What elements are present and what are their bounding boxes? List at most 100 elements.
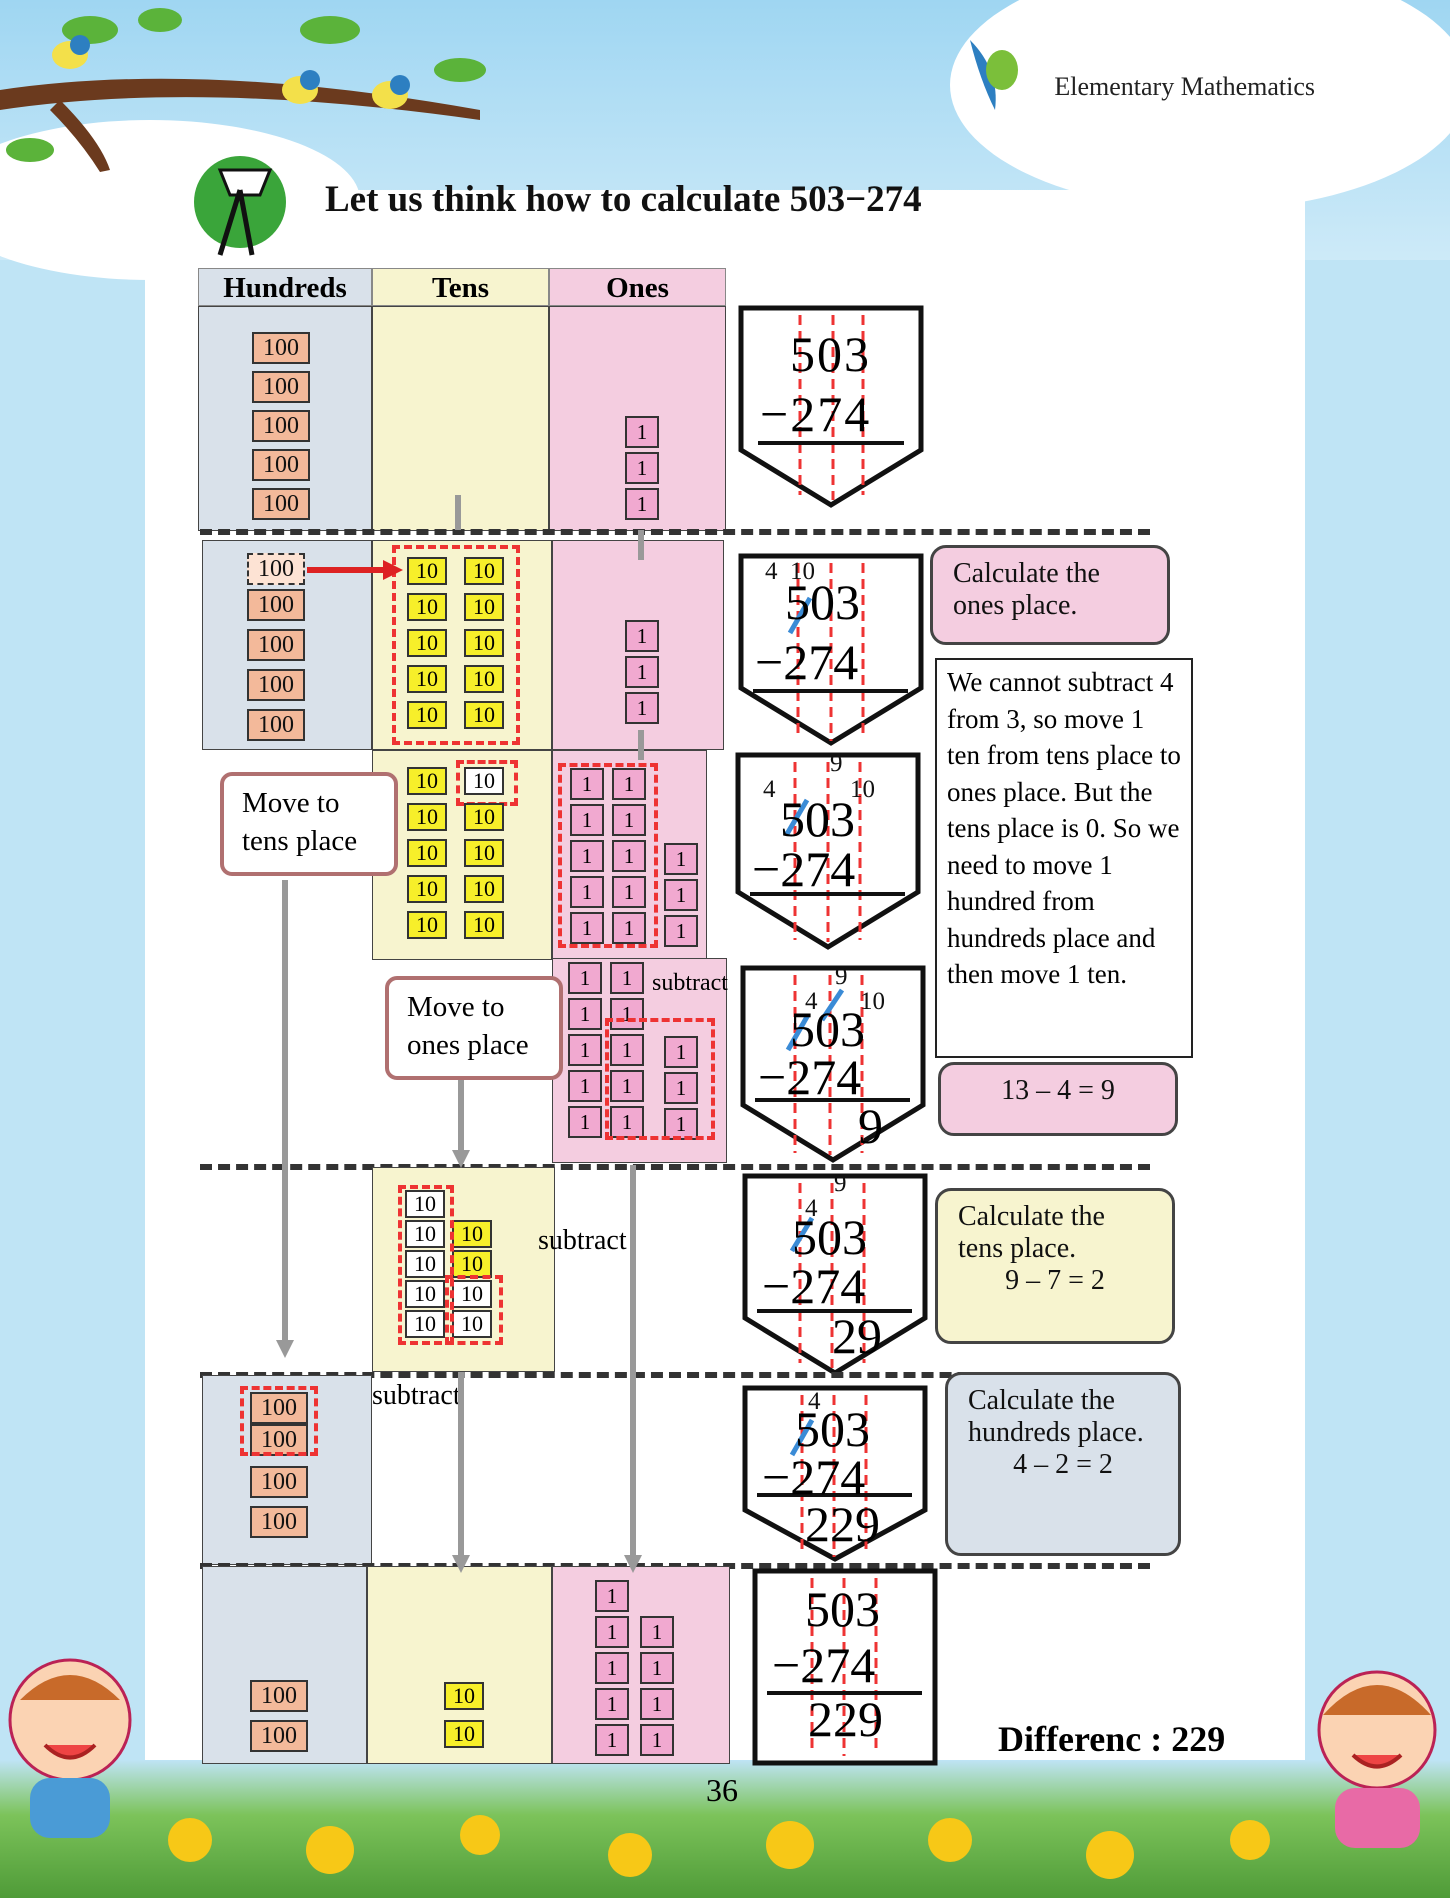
one-block: 1 [570, 876, 604, 908]
answer-tens: 29 [832, 1308, 882, 1364]
note-ones-title: Calculate the ones place. [930, 545, 1170, 645]
ones-group-highlight [558, 763, 658, 948]
ten-block: 10 [407, 875, 447, 903]
hundred-block: 100 [250, 1466, 308, 1498]
one-block: 1 [570, 912, 604, 944]
one-block: 1 [610, 1070, 644, 1102]
ten-block: 10 [464, 557, 504, 585]
ten-block: 10 [407, 629, 447, 657]
hundred-block: 100 [252, 332, 310, 364]
subtrahend: −274 [752, 841, 856, 897]
flow-arrowhead [452, 1150, 470, 1168]
one-block: 1 [595, 1616, 629, 1648]
ten-block: 10 [407, 557, 447, 585]
cloud [950, 0, 1450, 210]
one-block: 1 [610, 998, 644, 1030]
carry-10: 10 [850, 776, 875, 803]
subtrahend: −274 [762, 1258, 866, 1314]
flow-arrowhead [452, 1555, 470, 1573]
subtract-label: subtract [538, 1225, 627, 1256]
boy-illustration [8, 1658, 132, 1838]
hundred-block: 100 [247, 709, 305, 741]
tens-subtract-highlight [445, 1275, 503, 1345]
note-tens: Calculate the tens place. 9 – 7 = 2 [935, 1188, 1175, 1344]
note-ones-equation: 13 – 4 = 9 [938, 1062, 1178, 1136]
one-block: 1 [570, 840, 604, 872]
ten-block: 10 [464, 629, 504, 657]
ten-highlight [456, 760, 518, 806]
note-tens-title: Calculate the tens place. [958, 1201, 1105, 1264]
carry-10: 10 [790, 558, 815, 585]
flow-arrow [282, 880, 288, 1340]
moved-ten-block: 10 [464, 767, 504, 795]
tens-subtract-highlight [398, 1185, 454, 1345]
ten-block: 10 [407, 911, 447, 939]
one-block: 1 [595, 1580, 629, 1612]
compass-hand-icon [194, 156, 286, 256]
carry-4: 4 [805, 1195, 818, 1222]
ten-block: 10 [464, 875, 504, 903]
one-block: 1 [595, 1724, 629, 1756]
ten-block: 10 [452, 1250, 492, 1278]
one-block: 1 [664, 879, 698, 911]
carry-4: 4 [805, 988, 818, 1015]
one-block: 1 [664, 1036, 698, 1068]
stage1-tens-box [372, 306, 549, 531]
callout-move-ones: Move to ones place [385, 976, 563, 1080]
one-block: 1 [610, 962, 644, 994]
one-block: 1 [570, 804, 604, 836]
ten-block: 10 [464, 839, 504, 867]
hundred-block: 100 [250, 1392, 308, 1424]
ten-block: 10 [464, 593, 504, 621]
result-text: Differenc : 229 [998, 1719, 1226, 1759]
note-hundreds-equation: 4 – 2 = 2 [1013, 1449, 1113, 1480]
one-block: 1 [664, 843, 698, 875]
one-block: 1 [640, 1652, 674, 1684]
one-block: 1 [568, 998, 602, 1030]
subtrahend: −274 [760, 386, 872, 442]
answer-ones: 9 [858, 1098, 883, 1154]
one-block: 1 [625, 620, 659, 652]
ten-block: 10 [405, 1250, 445, 1278]
one-block: 1 [595, 1652, 629, 1684]
flowers-decoration [168, 1815, 1270, 1879]
column-header-ones: Ones [549, 268, 726, 306]
flow-arrow [630, 1165, 636, 1555]
subtraction-shield-6 [742, 1385, 928, 1562]
flow-arrow [458, 1372, 464, 1562]
subtrahend: −274 [772, 1637, 876, 1693]
subtraction-shield-3 [735, 752, 921, 950]
ten-block: 10 [405, 1280, 445, 1308]
ten-block: 10 [407, 767, 447, 795]
subtrahend: −274 [758, 1049, 862, 1105]
subtraction-shield-1 [738, 305, 924, 508]
minuend: 503 [780, 791, 855, 847]
moved-hundred-block: 100 [247, 553, 305, 585]
one-block: 1 [640, 1688, 674, 1720]
ten-block: 10 [464, 701, 504, 729]
ten-block: 10 [452, 1280, 492, 1308]
ten-block: 10 [452, 1310, 492, 1338]
ten-block: 10 [464, 911, 504, 939]
ten-block: 10 [407, 593, 447, 621]
subtraction-shield-4 [740, 965, 926, 1163]
one-block: 1 [664, 1072, 698, 1104]
ten-block: 10 [405, 1220, 445, 1248]
girl-illustration [1317, 1670, 1437, 1848]
grass-decoration [0, 1760, 1450, 1898]
subtract-label: subtract [372, 1380, 461, 1411]
callout-move-tens: Move to tens place [220, 772, 398, 876]
hundred-block: 100 [247, 629, 305, 661]
one-block: 1 [625, 488, 659, 520]
one-block: 1 [625, 452, 659, 484]
flow-arrow [638, 730, 644, 760]
flow-arrow [638, 530, 644, 560]
subtract-highlight [605, 1018, 715, 1140]
bird-logo-icon [970, 40, 1018, 110]
column-header-hundreds: Hundreds [198, 268, 372, 306]
minuend: 503 [785, 574, 860, 630]
final-answer: 229 [808, 1691, 883, 1747]
subtrahend: −274 [755, 634, 859, 690]
ten-block: 10 [407, 839, 447, 867]
ten-block: 10 [407, 701, 447, 729]
